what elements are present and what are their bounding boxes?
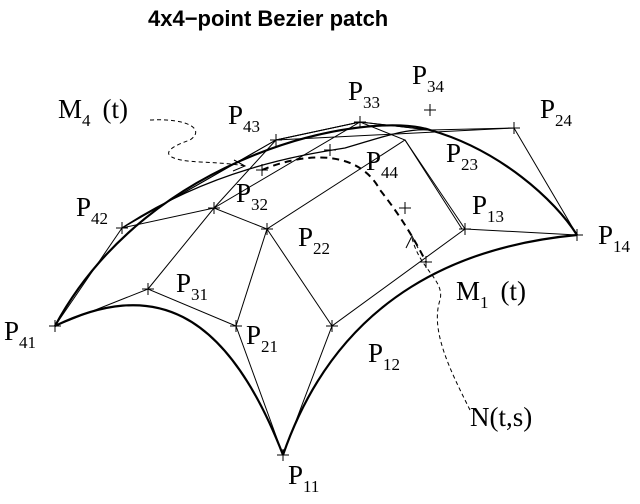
net-row-1 [282,228,578,456]
marker-p23 [399,202,411,214]
point-labels: P11 P12 P13 P14 P21 P22 P23 P24 P31 P32 … [4,60,631,496]
boundary-front-left [54,304,285,456]
figure-title: 4x4−point Bezier patch [148,6,388,31]
net-col-1 [54,288,284,456]
label-p43: P43 [228,100,260,136]
boundary-back-inner [121,129,431,229]
curve-labels: M4(t) M1(t) N(t,s) [58,94,532,432]
marker-p43 [270,134,282,146]
marker-p41 [49,320,61,332]
m4-curve [261,156,427,263]
boundary-front-right [281,233,578,456]
n-arrowhead [405,234,419,249]
marker-p31 [142,283,154,295]
marker-p42 [116,222,128,234]
label-p22: P22 [298,222,330,258]
marker-p14 [571,229,583,241]
label-p42: P42 [76,192,108,228]
marker-p22 [261,223,273,235]
control-point-markers [49,104,583,461]
label-p32: P32 [236,178,268,214]
boundary-back [54,124,578,327]
marker-p44 [324,144,336,156]
label-p23: P23 [446,138,478,174]
leader-lines [149,119,471,411]
m4-arrowhead [232,159,247,172]
label-p31: P31 [176,268,208,304]
marker-p21 [230,320,242,332]
marker-p32 [208,202,220,214]
marker-p13 [459,223,471,235]
n-leader [411,237,471,411]
marker-p33 [354,116,366,128]
label-p41: P41 [4,316,36,352]
net-col-2 [121,207,333,327]
label-p33: P33 [348,76,380,112]
patch-boundary [54,124,578,456]
label-n: N(t,s) [470,402,532,432]
marker-p11 [277,449,289,461]
marker-m4 [256,164,268,176]
marker-p34 [424,104,436,116]
label-m4: M4(t) [58,94,128,130]
label-p11: P11 [288,460,319,496]
label-m1: M1(t) [456,276,526,312]
marker-p12 [326,320,338,332]
label-p14: P14 [598,220,631,256]
label-p21: P21 [246,320,278,356]
label-p24: P24 [540,94,573,130]
label-p12: P12 [368,338,400,374]
net-col-4 [121,121,578,236]
label-p34: P34 [412,60,445,96]
m4-leader [149,119,246,167]
net-row-3 [147,121,431,290]
net-row-2 [235,139,463,327]
label-p13: P13 [472,190,504,226]
marker-p24 [508,122,520,134]
label-p44: P44 [366,146,399,182]
